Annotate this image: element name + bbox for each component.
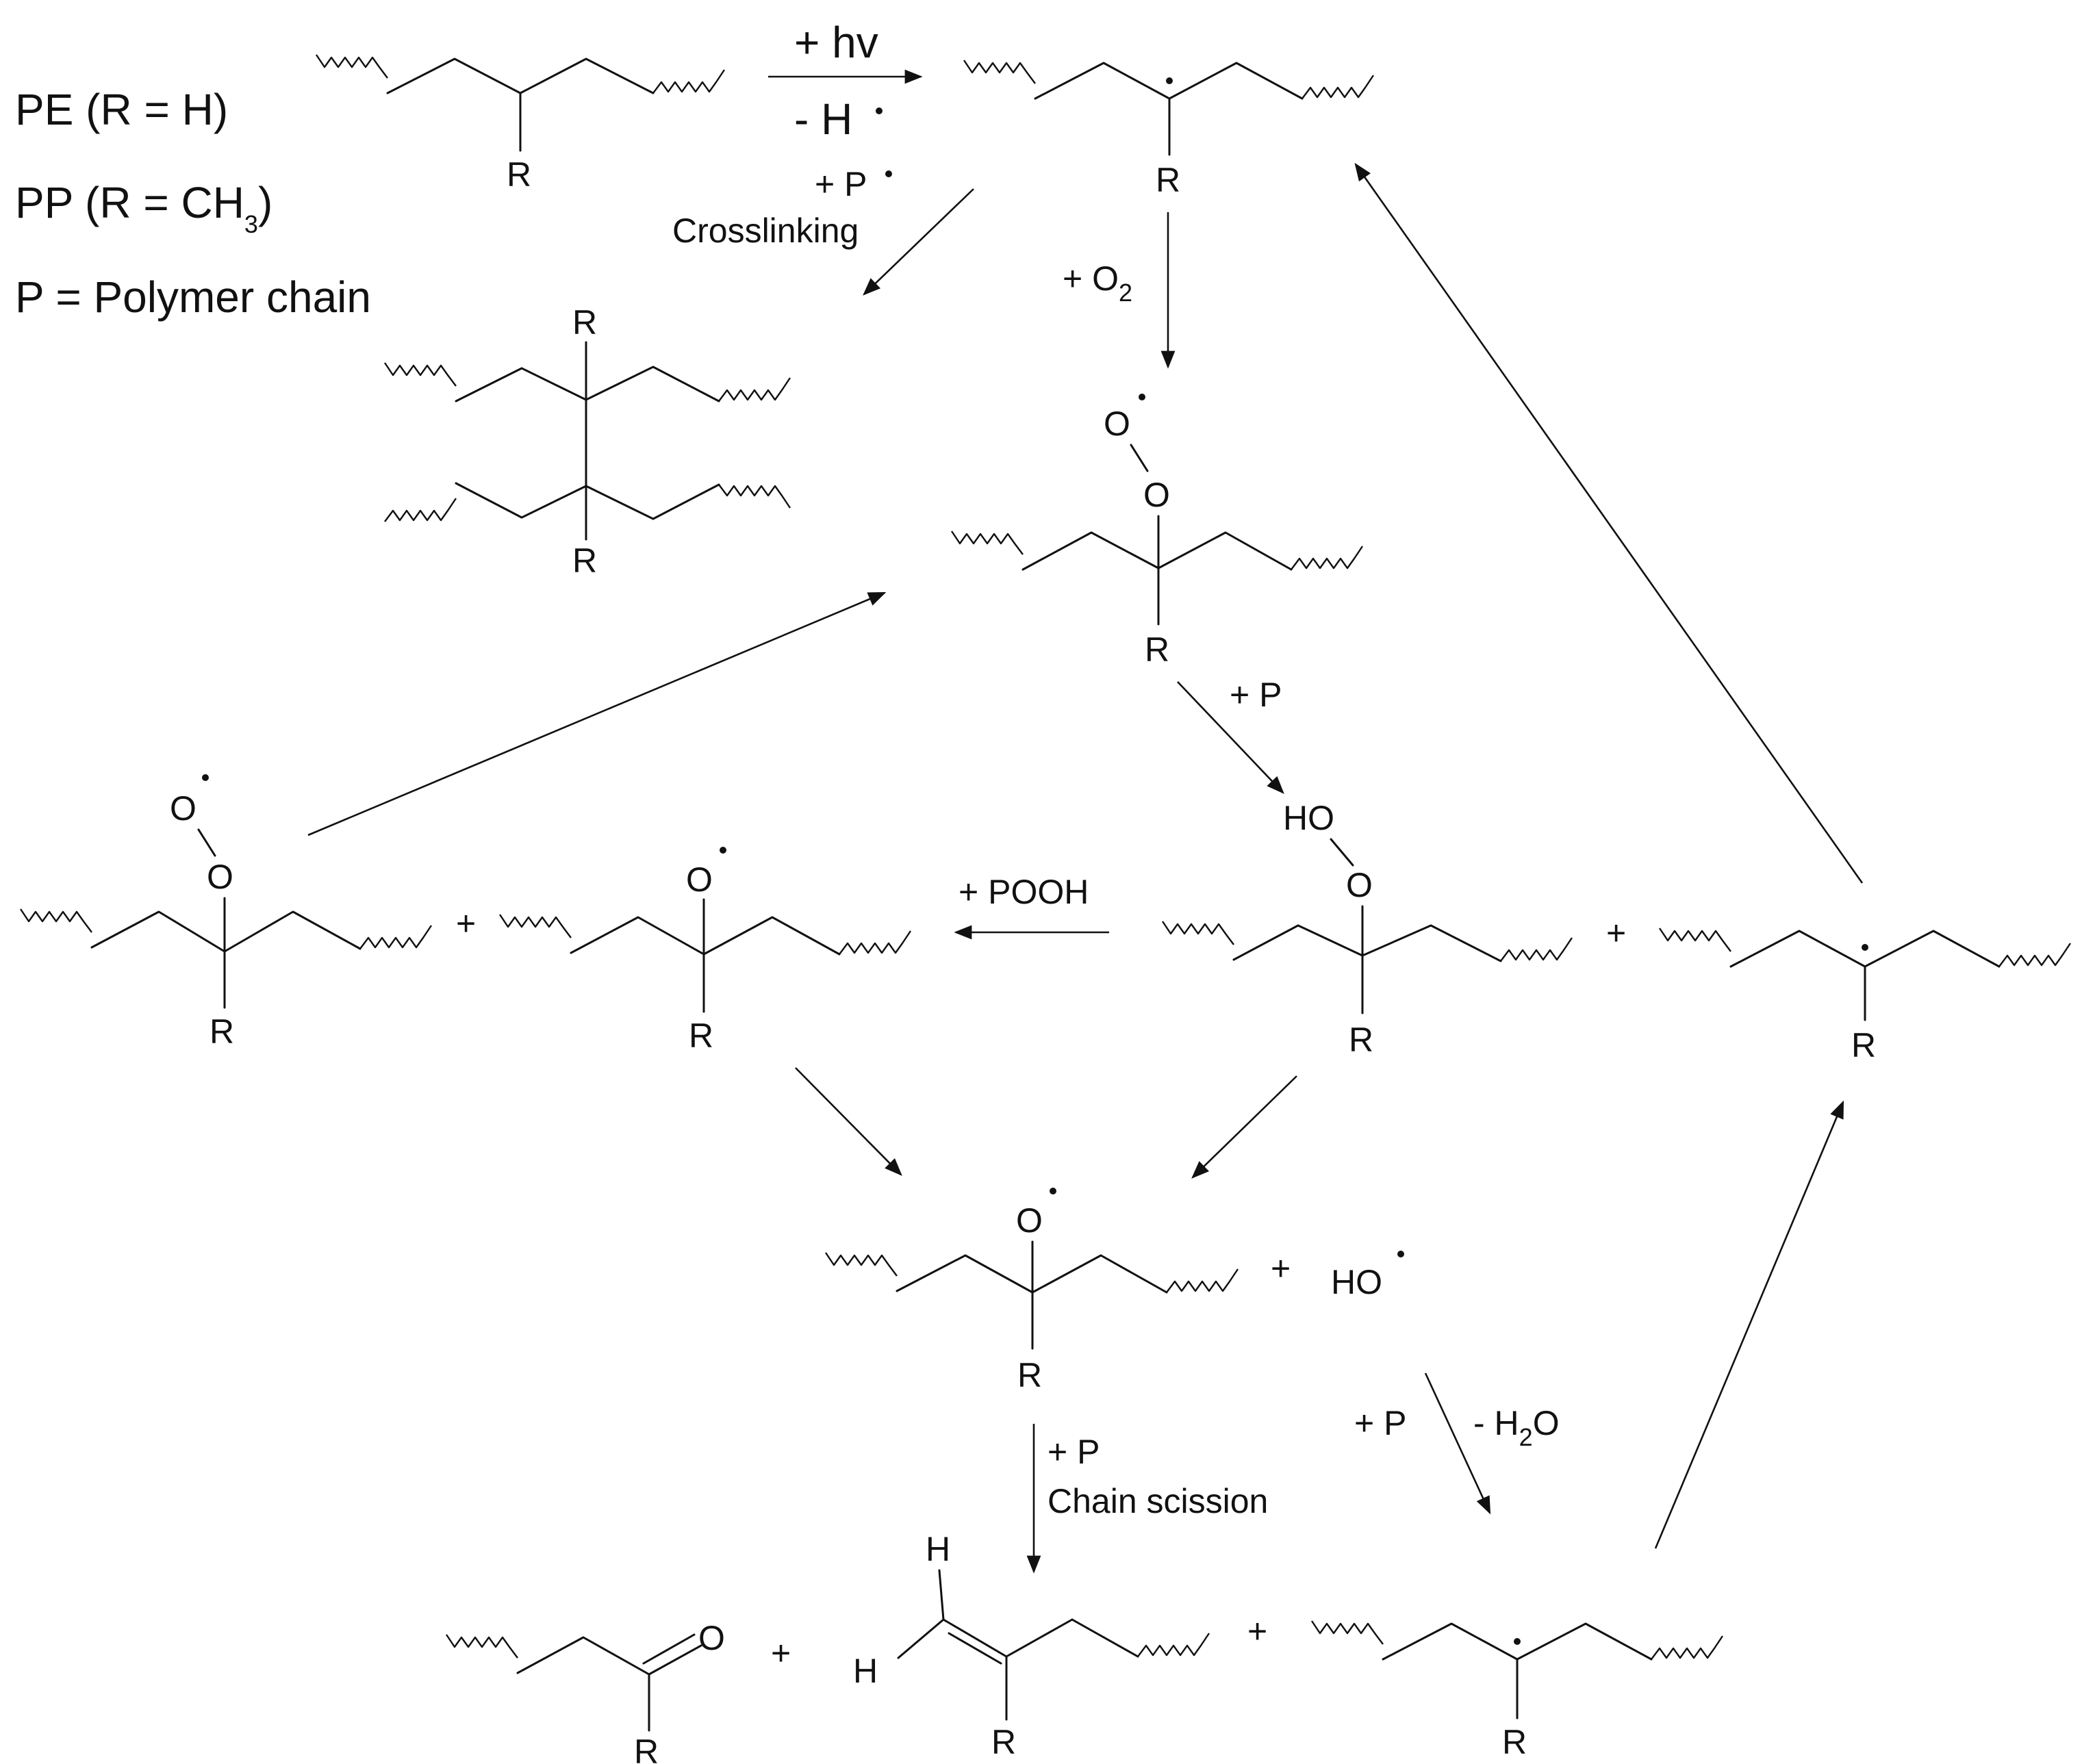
structure-peroxy-radical-left: O O R [20, 774, 432, 1051]
label-plus-O2: + O2 [1063, 259, 1132, 307]
label-plus-POOH: + POOH [959, 873, 1089, 911]
structure-alkene: H H R [853, 1530, 1210, 1761]
atom-R: R [634, 1733, 659, 1764]
atom-HO: HO [1283, 799, 1334, 837]
atom-O: O [207, 858, 233, 896]
atom-R: R [1851, 1026, 1876, 1064]
atom-O: O [1104, 405, 1130, 443]
atom-O: O [1016, 1201, 1043, 1240]
plus-sign: + [1247, 1612, 1267, 1650]
atom-R: R [210, 1012, 234, 1051]
label-crosslinking: Crosslinking [672, 212, 859, 250]
arrow-propagation-return [1354, 162, 1864, 884]
structure-polymer: R [316, 54, 725, 194]
label-plus-P: + P [1354, 1404, 1406, 1442]
label-chain-scission: Chain scission [1048, 1482, 1268, 1520]
structure-ketone: O R [446, 1619, 725, 1764]
atom-O: O [1143, 476, 1170, 514]
plus-sign: + [1271, 1249, 1291, 1288]
label-plus-P: + P [1048, 1433, 1100, 1471]
legend-polymer-chain: P = Polymer chain [15, 272, 371, 322]
atom-R: R [1156, 161, 1180, 199]
arrow-to-alkoxy-right [1191, 1075, 1297, 1179]
arrow-water-elimination [1424, 1372, 1491, 1515]
atom-H: H [853, 1652, 878, 1690]
label-minus-H2O: - H2O [1473, 1404, 1560, 1451]
atom-R: R [1502, 1723, 1527, 1761]
legend-pe: PE (R = H) [15, 85, 228, 134]
plus-sign: + [771, 1634, 791, 1672]
radical-dot [876, 107, 883, 114]
atom-R: R [507, 155, 531, 194]
atom-O: O [170, 789, 196, 828]
structure-alkoxy-radical-left: O R [499, 847, 911, 1055]
structure-peroxy-radical: O O R [951, 394, 1363, 669]
atom-R: R [1145, 630, 1169, 669]
atom-R: R [572, 303, 597, 342]
hydroxyl-radical: HO [1331, 1263, 1382, 1301]
atom-R: R [689, 1017, 713, 1055]
atom-R: R [1017, 1356, 1042, 1394]
structure-hydroperoxide: HO O R [1162, 799, 1573, 1059]
arrow-crosslinking [863, 188, 974, 296]
arrow-peroxy-return [307, 591, 887, 836]
radical-dot [1397, 1251, 1404, 1257]
plus-sign: + [1606, 914, 1626, 952]
label-minus-H: - H [794, 94, 852, 144]
label-hv: + hv [794, 18, 878, 67]
atom-R: R [1349, 1021, 1373, 1059]
legend-pp: PP (R = CH3) [15, 178, 272, 238]
plus-sign: + [456, 904, 476, 943]
structure-alkyl-radical-bottom: R [1311, 1620, 1723, 1761]
arrow-radical-regeneration [1654, 1100, 1844, 1549]
atom-H: H [926, 1530, 950, 1568]
structure-alkyl-radical-right: R [1659, 928, 2071, 1064]
atom-R: R [991, 1723, 1016, 1761]
arrow-h-abstraction [1177, 681, 1284, 794]
atom-R: R [572, 541, 597, 580]
atom-O: O [686, 860, 713, 899]
label-plus-P: + P [1230, 676, 1282, 714]
arrow-to-alkoxy-left [795, 1067, 902, 1176]
atom-O: O [698, 1619, 725, 1657]
structure-crosslinked: R R [384, 303, 791, 580]
structure-alkoxy-radical: O R [825, 1188, 1239, 1394]
radical-dot [885, 170, 892, 177]
atom-O: O [1346, 866, 1373, 904]
structure-alkyl-radical: R [963, 60, 1374, 199]
label-plus-P: + P [815, 165, 867, 203]
